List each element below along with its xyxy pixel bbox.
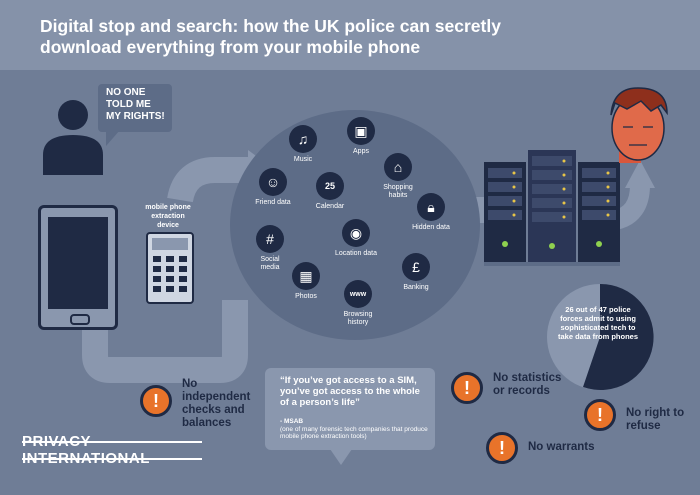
quote-text: “If you’ve got access to a SIM, you’ve g… xyxy=(280,375,420,408)
warning-warrants-label: No warrants xyxy=(528,441,595,453)
person-silhouette-icon xyxy=(43,100,103,175)
lock-icon: 🔒︎ xyxy=(417,193,445,221)
hidden-label: Hidden data xyxy=(412,224,450,231)
tablet-home-button xyxy=(70,314,90,325)
friends-icon: ☺ xyxy=(259,168,287,196)
social-label: Social media xyxy=(260,256,280,271)
calendar-label: Calendar xyxy=(315,203,345,210)
tablet-screen xyxy=(48,217,108,309)
calendar-icon: 25 xyxy=(316,172,344,200)
quote-source-name: - MSAB xyxy=(280,418,304,425)
warning-icon: ! xyxy=(486,432,518,464)
privacy-international-logo: PRIVACY INTERNATIONAL xyxy=(22,433,202,467)
page-title: Digital stop and search: how the UK poli… xyxy=(40,16,501,57)
browsing-label: Browsing history xyxy=(343,311,373,326)
photo-icon: ▦ xyxy=(292,262,320,290)
shopping-label: Shopping habits xyxy=(383,184,413,199)
apps-icon: ▣ xyxy=(347,117,375,145)
location-pin-icon: ◉ xyxy=(342,219,370,247)
www-icon: www xyxy=(344,280,372,308)
location-label: Location data xyxy=(334,250,378,257)
photos-label: Photos xyxy=(295,293,317,300)
stat-text: 26 out of 47 police forces admit to usin… xyxy=(557,305,639,341)
quote-bubble-tail xyxy=(330,449,352,465)
face-icon xyxy=(610,87,668,163)
tablet-device xyxy=(38,205,118,330)
stat-pie-chart xyxy=(547,283,654,390)
quote-source-desc: (one of many forensic tech companies tha… xyxy=(280,425,428,441)
warning-icon: ! xyxy=(584,399,616,431)
server-stack-icon xyxy=(484,150,620,266)
calendar-day: 25 xyxy=(324,181,335,191)
warning-icon: ! xyxy=(140,385,172,417)
hashtag-icon: # xyxy=(256,225,284,253)
warning-icon: ! xyxy=(451,372,483,404)
music-label: Music xyxy=(293,156,313,163)
warning-statistics-label: No statistics or records xyxy=(493,372,562,397)
music-icon: ♫ xyxy=(289,125,317,153)
quote-source: - MSAB (one of many forensic tech compan… xyxy=(280,418,430,441)
extraction-device-icon xyxy=(146,232,194,304)
header-band xyxy=(0,0,700,70)
speech-text: NO ONE TOLD ME MY RIGHTS! xyxy=(106,87,165,122)
friend-label: Friend data xyxy=(255,199,291,206)
quote-bubble xyxy=(265,368,435,450)
speech-bubble xyxy=(98,84,172,146)
banking-label: Banking xyxy=(403,284,429,291)
shopping-basket-icon: ⌂ xyxy=(384,153,412,181)
pound-icon: £ xyxy=(402,253,430,281)
warning-refuse-label: No right to refuse xyxy=(626,407,685,432)
apps-label: Apps xyxy=(353,148,369,155)
extraction-device-label: mobile phone extraction device xyxy=(145,204,191,229)
warning-independent-label: No independent checks and balances xyxy=(182,378,251,429)
